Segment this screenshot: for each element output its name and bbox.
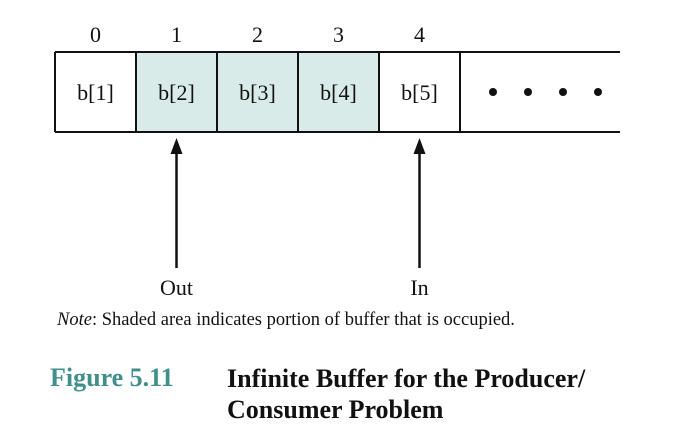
index-label: 1 — [171, 22, 182, 47]
buffer-cell-label: b[4] — [320, 80, 357, 105]
in-pointer-label: In — [410, 275, 428, 300]
continuation-dot — [559, 88, 567, 96]
index-label: 2 — [252, 22, 263, 47]
buffer-cell-label: b[5] — [401, 80, 438, 105]
continuation-dot — [489, 88, 497, 96]
index-label: 3 — [333, 22, 344, 47]
index-row: 0 1 2 3 4 — [90, 22, 425, 47]
note-text: : Shaded area indicates portion of buffe… — [91, 310, 515, 330]
pointer-arrows: Out In — [160, 138, 429, 300]
out-pointer-arrowhead — [170, 138, 183, 154]
buffer-cell — [55, 52, 136, 132]
buffer-diagram: 0 1 2 3 4 b[1] b[2] b[3] b[4] b[5] Out In — [54, 22, 620, 300]
figure-title-line-2: Consumer Problem — [227, 395, 444, 424]
buffer-cell-label: b[1] — [77, 80, 114, 105]
index-label: 0 — [90, 22, 101, 47]
buffer-cells: b[1] b[2] b[3] b[4] b[5] — [54, 51, 620, 133]
buffer-cell-label: b[2] — [158, 80, 195, 105]
buffer-cell-occupied — [298, 52, 379, 132]
continuation-dot — [594, 88, 602, 96]
figure-title-line-1: Infinite Buffer for the Producer/ — [227, 364, 586, 393]
index-label: 4 — [414, 22, 425, 47]
note-label: Note — [57, 310, 92, 330]
buffer-cell — [379, 52, 460, 132]
buffer-cell-label: b[3] — [239, 80, 276, 105]
in-pointer-arrowhead — [413, 138, 426, 154]
out-pointer-label: Out — [160, 275, 193, 300]
buffer-cell-occupied — [136, 52, 217, 132]
figure-title: Infinite Buffer for the Producer/ Consum… — [227, 363, 585, 425]
figure-number: Figure 5.11 — [50, 363, 174, 392]
buffer-cell-occupied — [217, 52, 298, 132]
figure-note: Note: Shaded area indicates portion of b… — [57, 310, 515, 331]
continuation-dot — [524, 88, 532, 96]
